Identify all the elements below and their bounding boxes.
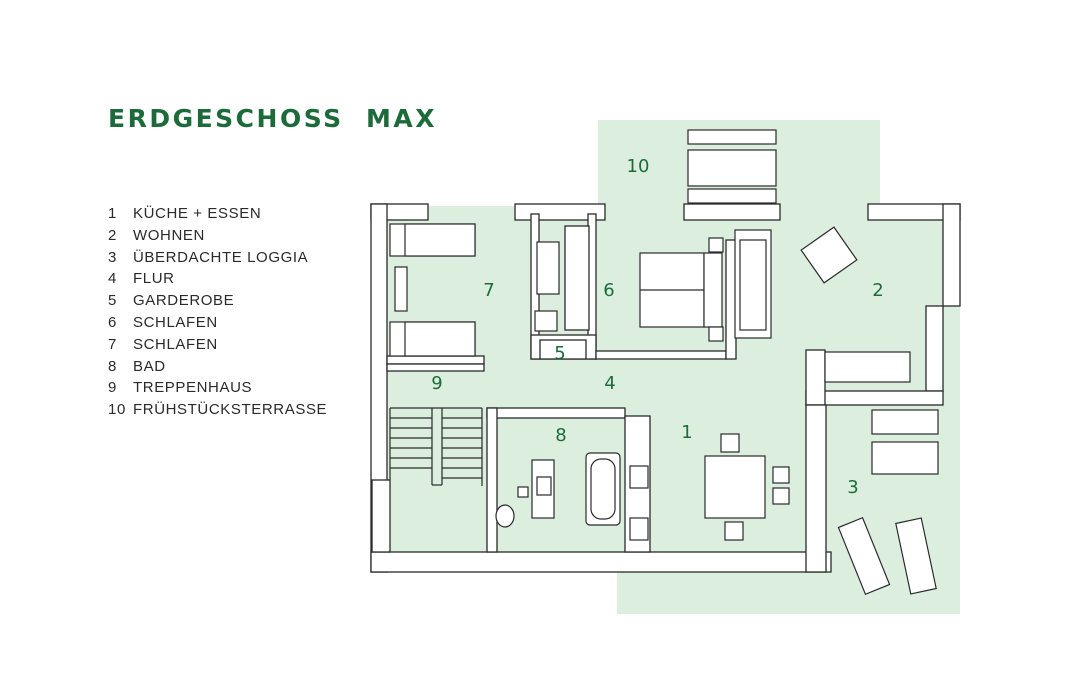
legend-number: 4 [108, 270, 117, 288]
legend-number: 6 [108, 313, 117, 331]
wall [386, 355, 485, 365]
legend-item: 1 KÜCHE + ESSEN [108, 203, 327, 225]
window-frame [371, 479, 391, 553]
legend-label: ÜBERDACHTE LOGGIA [133, 248, 309, 266]
legend-number: 2 [108, 226, 117, 244]
bed-headboard [703, 252, 723, 328]
garderobe-cabinet [539, 339, 587, 360]
legend-label: GARDEROBE [133, 292, 235, 310]
legend-label: SCHLAFEN [133, 313, 218, 331]
wall [925, 305, 944, 392]
lounge-chair [687, 149, 777, 187]
room-numbers: 10 7 6 2 5 9 4 8 1 3 [431, 156, 883, 498]
legend-item: 4 FLUR [108, 268, 327, 290]
nightstand [708, 326, 724, 342]
lounger [871, 441, 939, 475]
legend-item: 6 SCHLAFEN [108, 312, 327, 334]
room-number-2: 2 [872, 280, 883, 301]
legend-number: 5 [108, 292, 117, 310]
legend-item: 7 SCHLAFEN [108, 334, 327, 356]
legend-item: 10 FRÜHSTÜCKSTERRASSE [108, 399, 327, 421]
desk [536, 241, 560, 295]
wall [683, 203, 781, 221]
wall [805, 390, 944, 406]
legend-item: 2 WOHNEN [108, 225, 327, 247]
legend-number: 7 [108, 335, 117, 353]
dining-chair [724, 521, 744, 541]
wall [370, 551, 832, 573]
dining-chair [772, 487, 790, 505]
room-number-10: 10 [627, 156, 650, 177]
toilet-tank [517, 486, 529, 498]
sun-lounger [895, 517, 937, 595]
room-legend: 1 KÜCHE + ESSEN 2 WOHNEN 3 ÜBERDACHTE LOGGI… [108, 203, 327, 421]
nightstand [394, 266, 408, 312]
legend-number: 1 [108, 205, 117, 222]
legend-label: KÜCHE + ESSEN [133, 205, 262, 222]
room-number-8: 8 [555, 425, 566, 446]
bathtub-basin [590, 458, 616, 520]
legend-number: 3 [108, 248, 117, 266]
sink [629, 517, 649, 541]
legend-number: 9 [108, 379, 117, 397]
toilet [495, 504, 515, 528]
plan-title: ERDGESCHOSS MAX [108, 104, 438, 133]
legend-label: WOHNEN [133, 226, 205, 244]
bed-cover [404, 321, 476, 357]
legend-label: TREPPENHAUS [133, 379, 253, 397]
legend-item: 8 BAD [108, 356, 327, 378]
wardrobe [564, 225, 590, 331]
legend-number: 10 [108, 401, 126, 419]
bed-cover [404, 223, 476, 257]
shelf [534, 310, 558, 332]
room-number-3: 3 [847, 477, 858, 498]
wall [805, 349, 826, 406]
room-number-1: 1 [681, 422, 692, 443]
south-terrace-fill [617, 572, 960, 614]
legend-item: 5 GARDEROBE [108, 290, 327, 312]
legend-number: 8 [108, 357, 117, 375]
sideboard [824, 351, 911, 383]
stove [629, 465, 649, 489]
lounger [871, 409, 939, 435]
armchair [800, 226, 858, 284]
wall [942, 203, 961, 307]
room-number-5: 5 [554, 343, 565, 364]
dining-chair [772, 466, 790, 484]
sun-lounger [837, 516, 891, 596]
wall [486, 407, 626, 419]
furniture [389, 129, 939, 596]
wall [386, 363, 485, 372]
room-number-7: 7 [483, 280, 494, 301]
room-number-6: 6 [603, 280, 614, 301]
legend-label: FRÜHSTÜCKSTERRASSE [133, 401, 328, 419]
room-number-4: 4 [604, 373, 615, 394]
nightstand [708, 237, 724, 253]
sofa-seat [739, 239, 767, 331]
legend-label: SCHLAFEN [133, 335, 218, 353]
legend-item: 9 TREPPENHAUS [108, 377, 327, 399]
legend-label: BAD [133, 357, 166, 375]
legend-label: FLUR [133, 270, 175, 288]
room-number-9: 9 [431, 373, 442, 394]
wall [595, 350, 727, 360]
lounge-chair [687, 129, 777, 145]
wall [486, 407, 498, 553]
dining-chair [720, 433, 740, 453]
legend-item: 3 ÜBERDACHTE LOGGIA [108, 247, 327, 269]
dining-table [704, 455, 766, 519]
wall [805, 404, 827, 573]
lounge-chair [687, 188, 777, 204]
washbasin [536, 476, 552, 496]
staircase [389, 407, 483, 486]
